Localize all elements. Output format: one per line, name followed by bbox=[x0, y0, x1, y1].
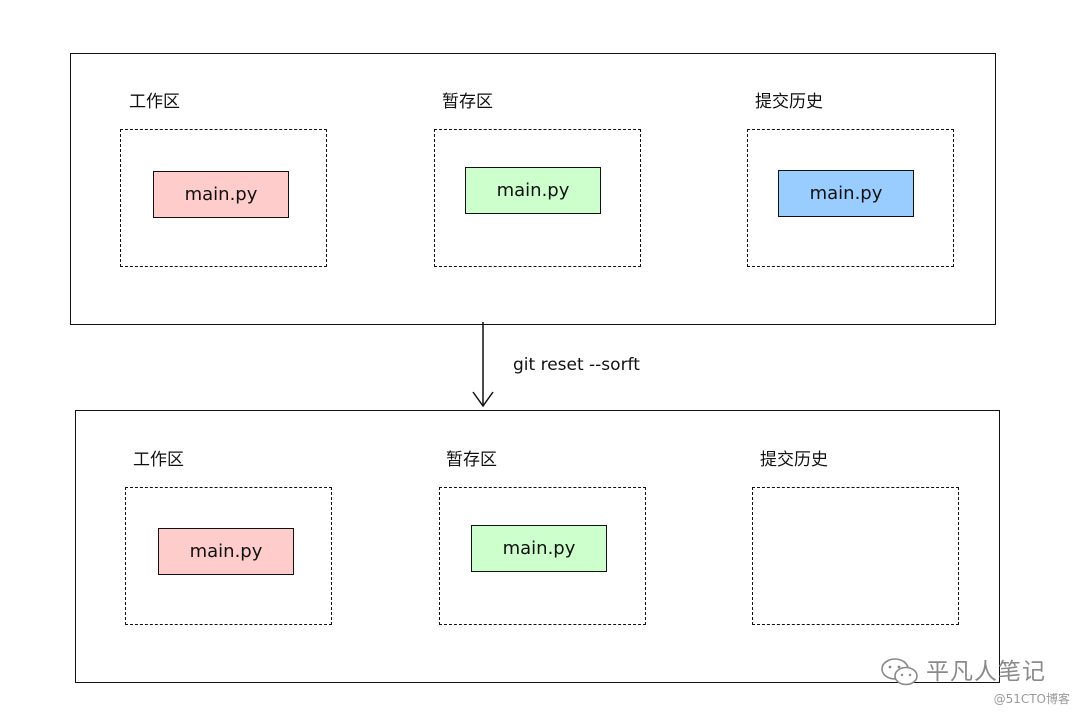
worktree-file: main.py bbox=[153, 171, 289, 218]
staging-area: main.py bbox=[439, 487, 646, 625]
history-area: main.py bbox=[747, 129, 954, 267]
staging-label: 暂存区 bbox=[442, 92, 493, 112]
before-state-panel: 工作区 暂存区 提交历史 main.py main.py main.py bbox=[70, 53, 996, 325]
history-label: 提交历史 bbox=[755, 92, 823, 112]
after-state-panel: 工作区 暂存区 提交历史 main.py main.py bbox=[75, 410, 1000, 683]
worktree-label: 工作区 bbox=[129, 92, 180, 112]
history-area-empty bbox=[752, 487, 959, 625]
staging-area: main.py bbox=[434, 129, 641, 267]
staging-label: 暂存区 bbox=[446, 450, 497, 470]
wechat-icon bbox=[881, 658, 918, 686]
history-label: 提交历史 bbox=[760, 450, 828, 470]
down-arrow-icon bbox=[472, 322, 494, 408]
worktree-area: main.py bbox=[120, 129, 327, 267]
watermark-name: 平凡人笔记 bbox=[926, 659, 1046, 685]
command-label: git reset --sorft bbox=[513, 355, 640, 375]
worktree-area: main.py bbox=[125, 487, 332, 625]
worktree-file: main.py bbox=[158, 528, 294, 575]
watermark-sub: @51CTO博客 bbox=[993, 692, 1070, 706]
watermark: 平凡人笔记 bbox=[880, 656, 1046, 688]
history-file: main.py bbox=[778, 170, 914, 217]
worktree-label: 工作区 bbox=[133, 450, 184, 470]
staging-file: main.py bbox=[465, 167, 601, 214]
staging-file: main.py bbox=[471, 525, 607, 572]
